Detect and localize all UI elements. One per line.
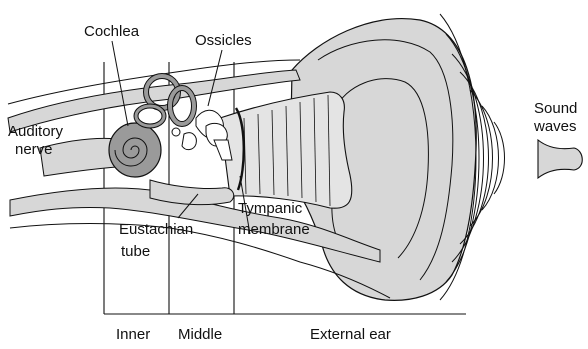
sound-source-shape bbox=[538, 140, 582, 178]
leader-ossicles bbox=[208, 50, 222, 106]
label-eustachian-line2: tube bbox=[121, 243, 150, 260]
label-auditory-line2: nerve bbox=[15, 141, 53, 158]
leader-cochlea bbox=[112, 41, 128, 126]
cochlea-shape bbox=[109, 123, 161, 177]
label-eustachian-line1: Eustachian bbox=[119, 221, 193, 238]
label-tympanic-line2: membrane bbox=[238, 221, 310, 238]
label-cochlea: Cochlea bbox=[84, 23, 139, 40]
region-external: External ear bbox=[310, 326, 391, 343]
label-tympanic-line1: Tympanic bbox=[238, 200, 302, 217]
label-ossicles: Ossicles bbox=[195, 32, 252, 49]
label-auditory-line1: Auditory bbox=[8, 123, 63, 140]
label-sound-line2: waves bbox=[534, 118, 577, 135]
region-middle: Middle bbox=[178, 326, 222, 343]
label-sound-line1: Sound bbox=[534, 100, 577, 117]
region-inner: Inner bbox=[116, 326, 150, 343]
